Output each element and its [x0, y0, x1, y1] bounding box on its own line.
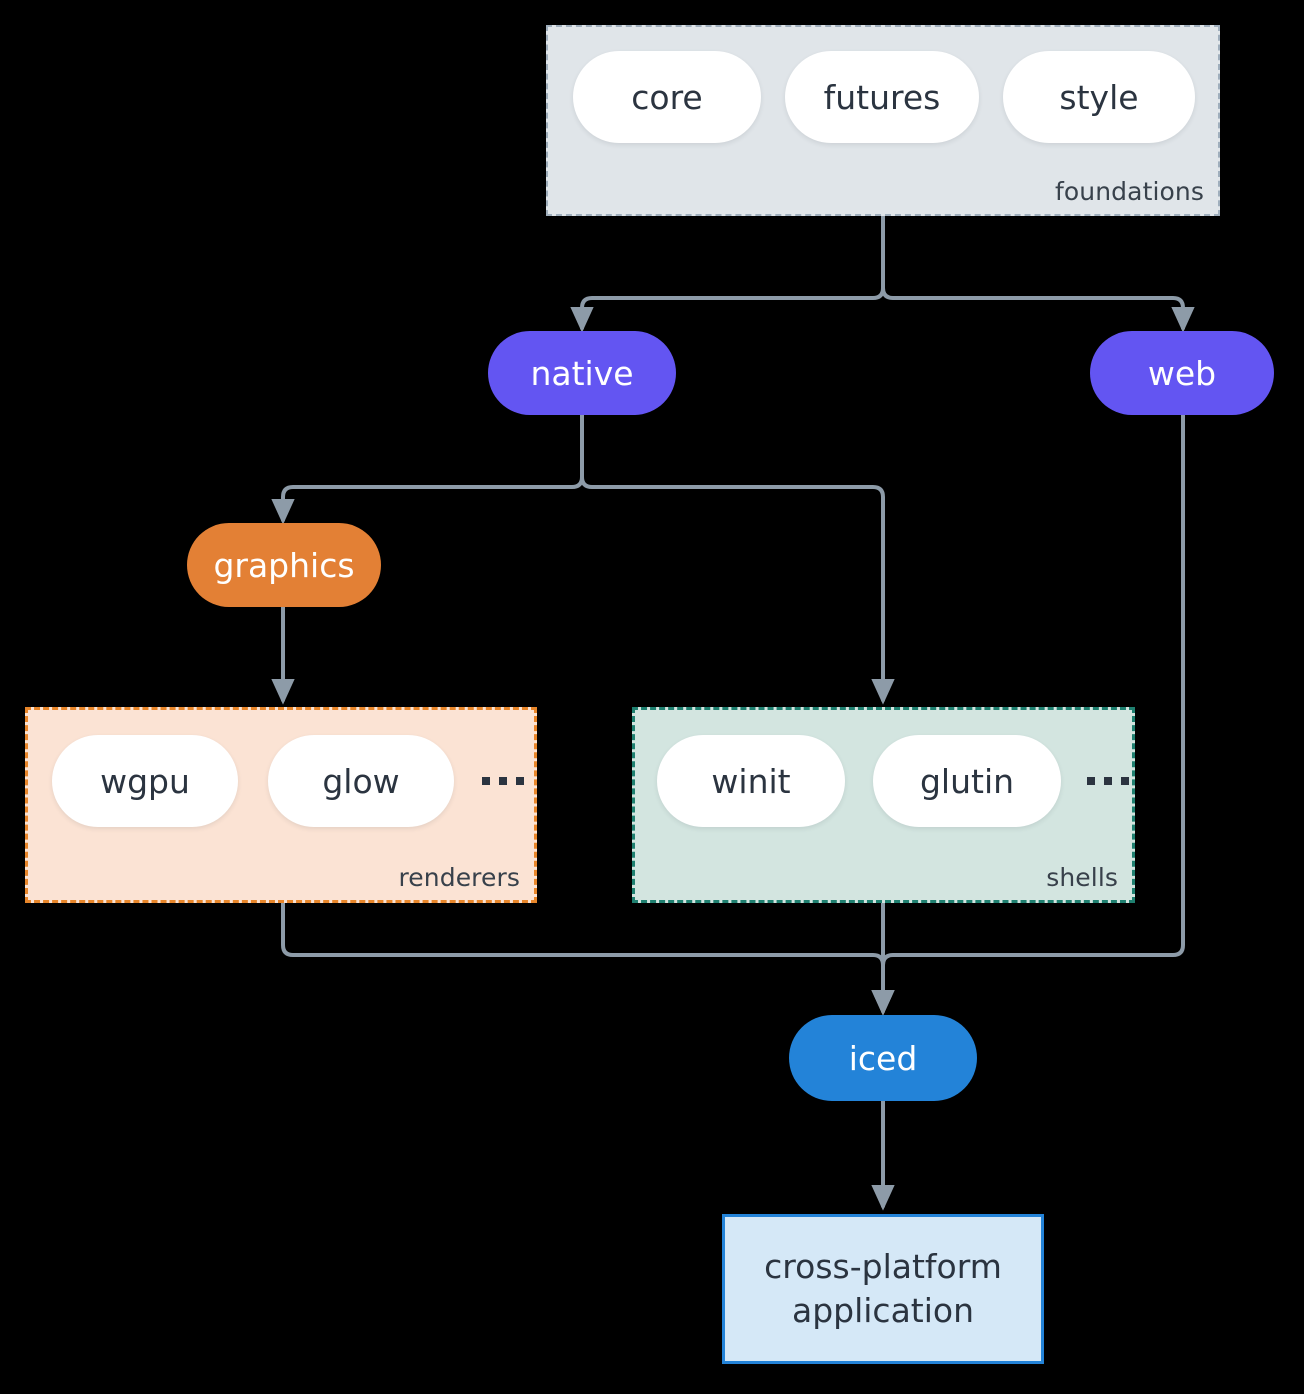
- node-graphics[interactable]: graphics: [187, 523, 381, 607]
- pill-winit-label: winit: [711, 761, 791, 801]
- pill-core[interactable]: core: [573, 51, 761, 143]
- pill-glutin-label: glutin: [919, 761, 1015, 801]
- pill-winit[interactable]: winit: [657, 735, 845, 827]
- node-native[interactable]: native: [488, 331, 676, 415]
- node-application[interactable]: cross-platform application: [722, 1214, 1044, 1364]
- cluster-shells-label: shells: [1046, 863, 1118, 892]
- node-web[interactable]: web: [1090, 331, 1274, 415]
- pill-futures-label: futures: [823, 77, 941, 117]
- pill-wgpu[interactable]: wgpu: [52, 735, 238, 827]
- pill-core-label: core: [631, 77, 703, 117]
- renderers-ellipsis-icon: [482, 777, 524, 785]
- edge-native-shells: [580, 413, 895, 705]
- node-iced[interactable]: iced: [789, 1015, 977, 1101]
- pill-wgpu-label: wgpu: [100, 761, 190, 801]
- pill-style[interactable]: style: [1003, 51, 1195, 143]
- application-label-line2: application: [791, 1291, 975, 1330]
- pill-style-label: style: [1059, 77, 1139, 117]
- cluster-renderers-label: renderers: [398, 863, 520, 892]
- node-graphics-label: graphics: [213, 545, 355, 585]
- pill-futures[interactable]: futures: [785, 51, 979, 143]
- cluster-foundations-label: foundations: [1055, 177, 1204, 206]
- edge-native-graphics: [271, 413, 584, 525]
- pill-glutin[interactable]: glutin: [873, 735, 1061, 827]
- pill-glow[interactable]: glow: [268, 735, 454, 827]
- edge-foundations-web: [881, 214, 1195, 333]
- edge-foundations-native: [570, 214, 885, 333]
- shells-ellipsis-icon: [1087, 777, 1129, 785]
- application-label-line1: cross-platform: [764, 1247, 1002, 1287]
- node-web-label: web: [1147, 353, 1217, 393]
- pill-glow-label: glow: [322, 761, 400, 801]
- node-iced-label: iced: [848, 1038, 918, 1078]
- node-native-label: native: [530, 353, 634, 393]
- edge-renderers-iced: [281, 901, 895, 1016]
